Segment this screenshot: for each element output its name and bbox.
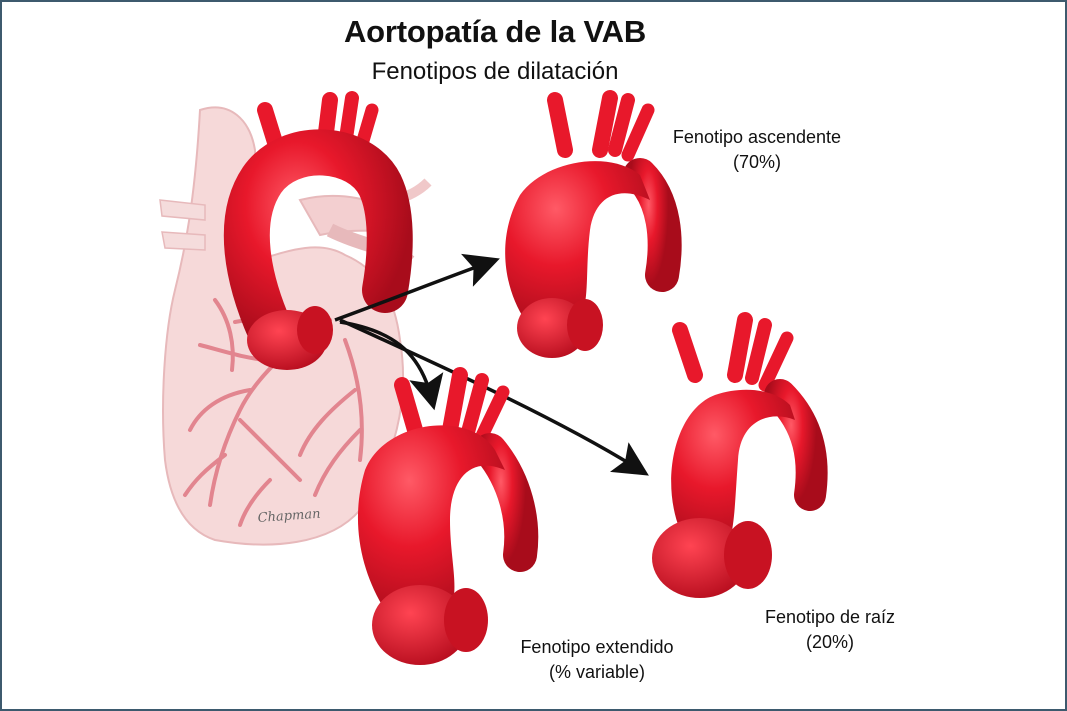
label-ascendente-name: Fenotipo ascendente: [672, 127, 842, 147]
label-extendido-value: (% variable): [548, 662, 646, 682]
arrow-to-ascendente: [334, 253, 500, 322]
label-raiz: Fenotipo de raíz (20%): [740, 605, 920, 655]
aorta-raiz: [652, 312, 828, 598]
artist-signature: Chapman: [257, 507, 321, 526]
aorta-extendido: [357, 367, 539, 665]
coronary-vessels: [183, 298, 364, 527]
label-extendido-name: Fenotipo extendido: [520, 637, 674, 657]
label-ascendente: Fenotipo ascendente (70%): [648, 125, 866, 175]
page-subtitle: Fenotipos de dilatación: [371, 58, 619, 85]
aorta-main: [223, 91, 413, 370]
label-raiz-value: (20%): [805, 632, 854, 652]
aorta-ascendente: [505, 90, 682, 358]
label-extendido: Fenotipo extendido (% variable): [492, 635, 702, 685]
label-raiz-name: Fenotipo de raíz: [764, 607, 896, 627]
arrow-to-extendido: [339, 320, 444, 411]
page-title: Aortopatía de la VAB: [343, 14, 647, 49]
label-ascendente-value: (70%): [732, 152, 781, 172]
